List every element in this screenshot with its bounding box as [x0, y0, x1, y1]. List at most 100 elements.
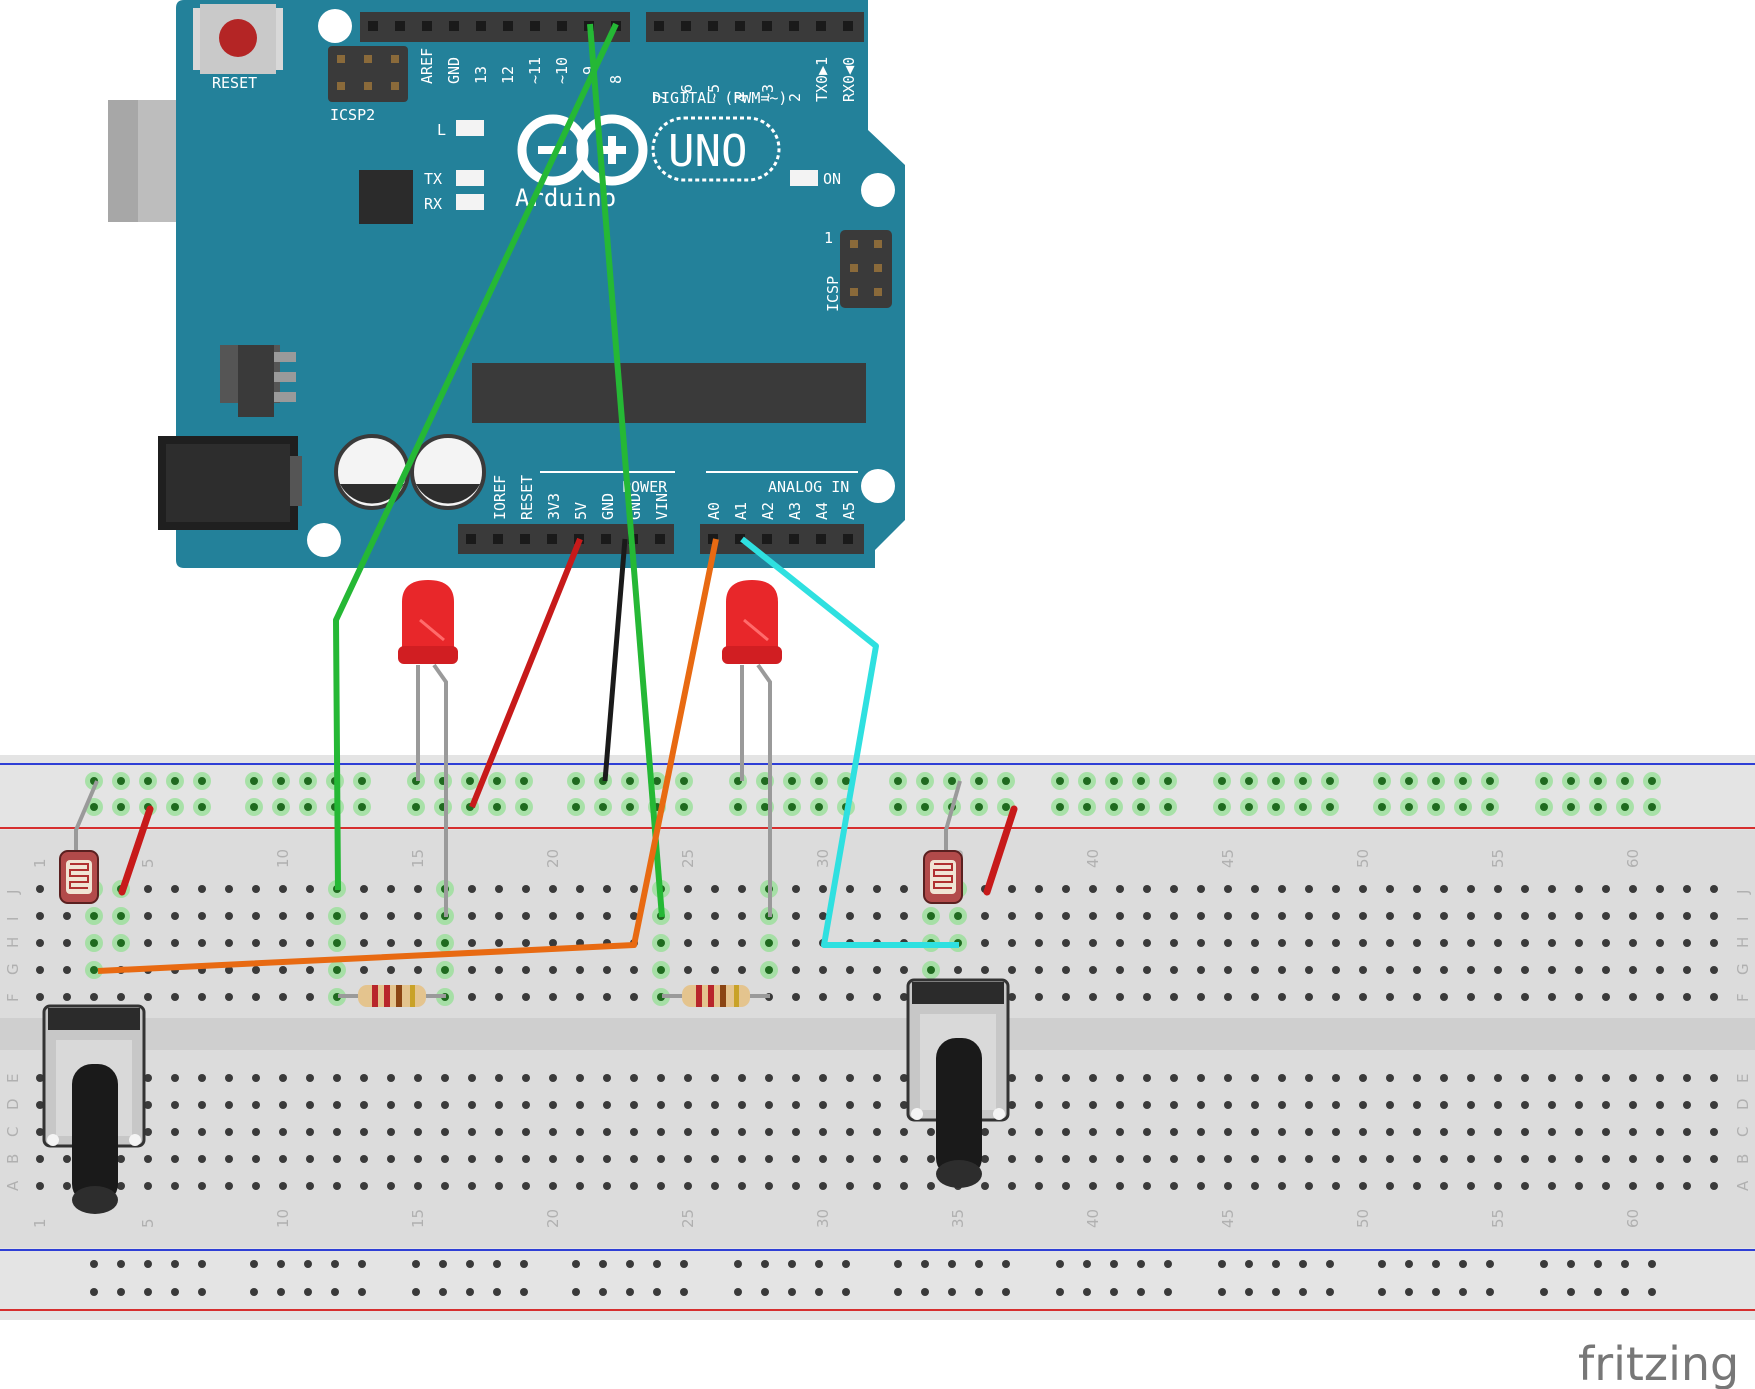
breadboard-hole	[306, 993, 314, 1001]
breadboard-hole	[1575, 966, 1583, 974]
rail-hole	[1002, 1288, 1010, 1296]
breadboard-hole	[1116, 912, 1124, 920]
analog-pin-label: A3	[786, 502, 804, 520]
breadboard-hole	[1305, 885, 1313, 893]
breadboard-hole	[1413, 966, 1421, 974]
breadboard-hole	[90, 966, 98, 974]
rail-hole	[572, 1260, 580, 1268]
breadboard-hole	[63, 912, 71, 920]
column-label: 25	[679, 849, 697, 868]
breadboard-hole	[387, 1101, 395, 1109]
breadboard-hole	[36, 1182, 44, 1190]
row-letter: J	[4, 890, 22, 895]
breadboard-hole	[1521, 939, 1529, 947]
rail-hole	[653, 1288, 661, 1296]
rail-hole	[1164, 803, 1172, 811]
icsp-header	[840, 230, 892, 308]
breadboard-hole	[684, 1155, 692, 1163]
breadboard-hole	[1629, 939, 1637, 947]
rail-hole	[466, 1288, 474, 1296]
breadboard-hole	[684, 1128, 692, 1136]
breadboard-hole	[1710, 1155, 1718, 1163]
header-pin	[762, 534, 772, 544]
breadboard-hole	[576, 885, 584, 893]
breadboard-hole	[900, 1155, 908, 1163]
breadboard-hole	[1710, 966, 1718, 974]
rail-hole	[1002, 1260, 1010, 1268]
breadboard-hole	[630, 1155, 638, 1163]
column-label: 55	[1489, 849, 1507, 868]
rail-hole	[90, 803, 98, 811]
breadboard-hole	[1575, 939, 1583, 947]
rail-hole	[842, 1260, 850, 1268]
breadboard-hole	[1386, 939, 1394, 947]
breadboard-hole	[1089, 912, 1097, 920]
breadboard-hole	[846, 1101, 854, 1109]
rail-hole	[439, 1260, 447, 1268]
breadboard-hole	[1413, 1182, 1421, 1190]
breadboard-hole	[1683, 966, 1691, 974]
rail-hole	[1486, 777, 1494, 785]
breadboard-hole	[1278, 912, 1286, 920]
breadboard-hole	[927, 1182, 935, 1190]
mounting-hole	[861, 173, 895, 207]
breadboard-hole	[1008, 1155, 1016, 1163]
breadboard-hole	[1062, 939, 1070, 947]
rail-hole	[1378, 777, 1386, 785]
breadboard-hole	[1278, 1101, 1286, 1109]
rail-hole	[1083, 1260, 1091, 1268]
analog-in-label: ANALOG IN	[768, 478, 849, 496]
breadboard-hole	[1278, 1074, 1286, 1082]
rail-hole	[1567, 1288, 1575, 1296]
reset-button-cap[interactable]	[219, 19, 257, 57]
rail-hole	[975, 1260, 983, 1268]
breadboard-hole	[1035, 912, 1043, 920]
breadboard-hole	[1440, 1074, 1448, 1082]
breadboard-hole	[1197, 1074, 1205, 1082]
breadboard-hole	[1062, 1182, 1070, 1190]
rail-hole	[921, 1260, 929, 1268]
breadboard-hole	[279, 1155, 287, 1163]
column-label: 45	[1219, 849, 1237, 868]
breadboard-hole	[1143, 1128, 1151, 1136]
breadboard-hole	[1683, 1128, 1691, 1136]
breadboard-hole	[900, 1101, 908, 1109]
breadboard-hole	[495, 1155, 503, 1163]
breadboard-hole	[279, 993, 287, 1001]
breadboard-hole	[1629, 1155, 1637, 1163]
breadboard-hole	[1440, 993, 1448, 1001]
ldr-1	[59, 780, 99, 904]
breadboard-hole	[387, 885, 395, 893]
column-label: 5	[139, 1218, 157, 1228]
breadboard-hole	[1305, 1128, 1313, 1136]
uno-label: UNO	[668, 126, 747, 177]
breadboard-hole	[738, 1128, 746, 1136]
breadboard-hole	[225, 1101, 233, 1109]
rail-hole	[948, 1288, 956, 1296]
row-letter: H	[1734, 937, 1752, 948]
breadboard-hole	[1143, 1155, 1151, 1163]
breadboard-hole	[1440, 966, 1448, 974]
rail-hole	[493, 803, 501, 811]
breadboard-hole	[1521, 993, 1529, 1001]
breadboard-hole	[360, 1128, 368, 1136]
breadboard-hole	[1197, 939, 1205, 947]
rail-hole	[894, 1288, 902, 1296]
breadboard-hole	[711, 939, 719, 947]
rail-hole	[439, 1288, 447, 1296]
breadboard-hole	[657, 1101, 665, 1109]
rail-hole	[1459, 1260, 1467, 1268]
breadboard-hole	[468, 1155, 476, 1163]
ldr-1-red-jumper	[118, 805, 154, 896]
breadboard-hole	[1683, 993, 1691, 1001]
breadboard-hole	[1008, 1074, 1016, 1082]
digital-pin-label: RX0◀0	[840, 57, 858, 102]
breadboard-hole	[711, 966, 719, 974]
breadboard-hole	[279, 939, 287, 947]
breadboard-hole	[1494, 1155, 1502, 1163]
breadboard-hole	[1332, 885, 1340, 893]
header-pin	[520, 534, 530, 544]
pot-2	[906, 978, 1010, 1188]
breadboard-hole	[846, 1182, 854, 1190]
